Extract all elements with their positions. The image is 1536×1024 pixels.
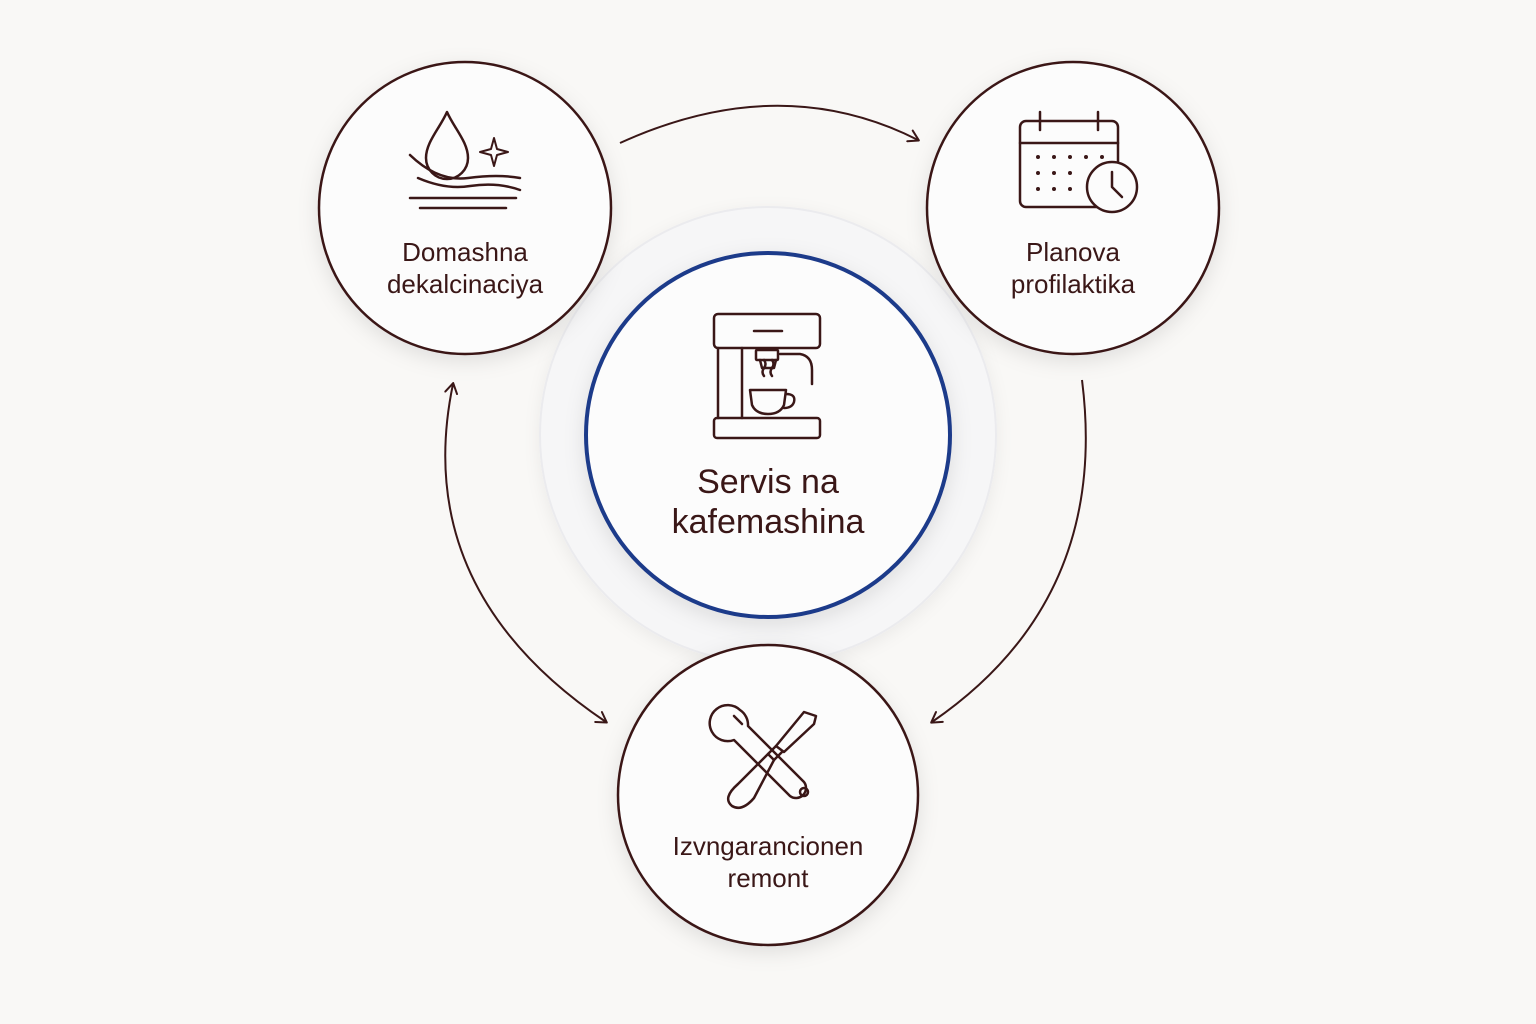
- center-node[interactable]: [584, 251, 952, 619]
- node-prophylaxis-label-line1: Planova: [1026, 237, 1120, 267]
- arrow-prophylaxis-to-repair: [930, 379, 1087, 724]
- center-title: Servis na kafemashina: [618, 462, 918, 542]
- node-repair-label-line2: remont: [727, 863, 809, 893]
- node-prophylaxis[interactable]: [925, 60, 1221, 356]
- center-title-line2: kafemashina: [671, 503, 865, 541]
- wrench-screwdriver-icon: [708, 703, 818, 809]
- node-prophylaxis-label: Planova profilaktika: [953, 236, 1193, 300]
- node-repair-label-line1: Izvngarancionen: [672, 831, 864, 861]
- node-decalcification-label: Domashna dekalcinaciya: [345, 236, 585, 300]
- coffee-machine-icon: [712, 312, 822, 440]
- node-repair-label: Izvngarancionen remont: [628, 830, 908, 894]
- node-prophylaxis-label-line2: profilaktika: [1010, 269, 1136, 299]
- node-repair[interactable]: [616, 643, 920, 947]
- node-decalcification-label-line2: dekalcinaciya: [386, 269, 544, 299]
- node-decalcification-label-line1: Domashna: [402, 237, 528, 267]
- arrow-repair-decalcification-both: [444, 382, 608, 724]
- water-drop-sparkle-icon: [408, 110, 522, 210]
- center-title-line1: Servis na: [697, 463, 839, 501]
- arrow-decalcification-to-prophylaxis: [619, 104, 920, 144]
- calendar-dots: [1036, 155, 1104, 191]
- calendar-clock-icon: [1018, 110, 1139, 214]
- node-decalcification[interactable]: [317, 60, 613, 356]
